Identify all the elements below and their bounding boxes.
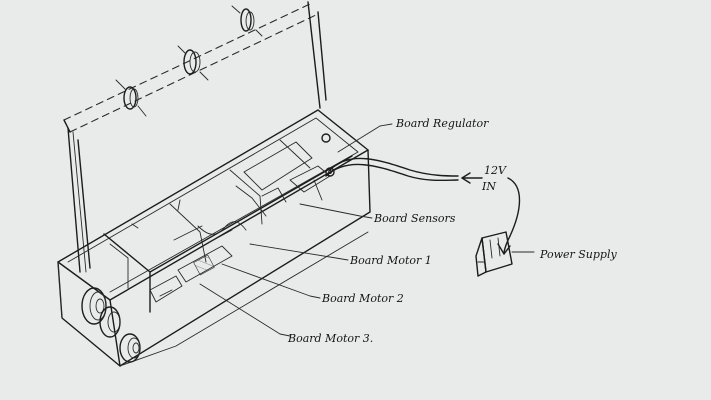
lid-roller-1 (115, 79, 147, 117)
board-motor-1-sketch (173, 221, 247, 245)
leader-board-sensors (299, 203, 373, 219)
lid-roller-2 (177, 45, 209, 81)
board-motor-2-sketch (177, 245, 233, 283)
power-supply-plug (475, 231, 513, 277)
box-body (57, 109, 371, 367)
label-board-motor-3: Board Motor 3. (287, 332, 373, 345)
label-power-supply: Power Supply (539, 248, 617, 261)
leader-board-motor-2 (221, 263, 321, 299)
label-12v: 12V (484, 164, 507, 177)
power-cable (325, 157, 459, 182)
label-board-sensors: Board Sensors (373, 212, 456, 225)
label-board-motor-2: Board Motor 2 (321, 292, 404, 305)
regulator-terminals (289, 133, 335, 201)
leader-board-motor-3 (199, 283, 291, 337)
label-board-motor-1: Board Motor 1 (349, 254, 432, 267)
leader-board-motor-1 (249, 243, 349, 261)
lid-frame (63, 1, 327, 273)
board-sensors-sketch (235, 141, 313, 217)
leader-12v-in (461, 172, 483, 184)
label-in: IN (481, 180, 496, 193)
motor-wheel-3 (119, 333, 141, 363)
lid-roller-3 (231, 5, 263, 37)
motor-wheel-1 (81, 287, 107, 325)
label-board-regulator: Board Regulator (395, 117, 489, 130)
leader-board-regulator (337, 123, 393, 153)
board-motor-3-sketch (149, 275, 183, 303)
motor-wheel-2 (99, 306, 121, 338)
supply-arrow (497, 177, 521, 255)
